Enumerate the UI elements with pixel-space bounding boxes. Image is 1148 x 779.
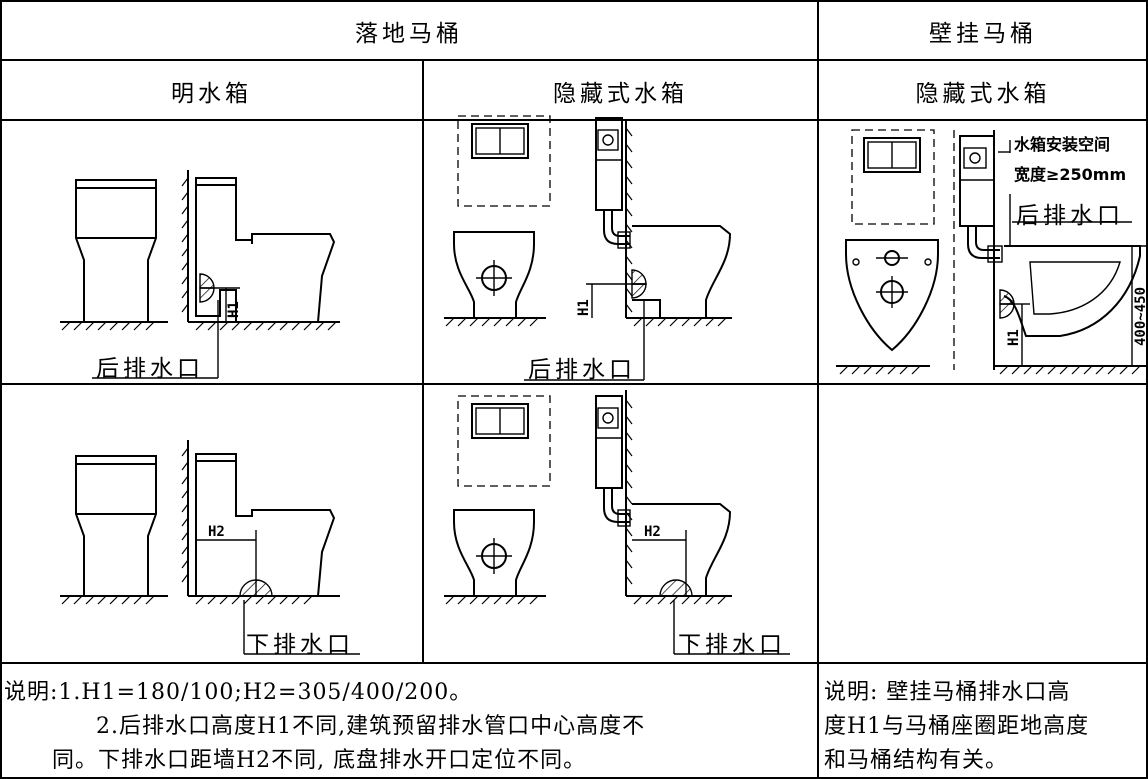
header-exposed-tank: 明水箱: [171, 81, 252, 107]
header-floor-toilet: 落地马桶: [355, 21, 463, 47]
note-left-line3: 同。下排水口距墙H2不同, 底盘排水开口定位不同。: [52, 748, 587, 773]
label-rear-outlet-b: 后排水口: [528, 357, 636, 383]
note-left-line1: 说明:1.H1=180/100;H2=305/400/200。: [4, 680, 473, 705]
drawing-labels: H1 H1 H1 H2 H2 400~450 水箱安装空间 宽度≥250mm: [208, 135, 1148, 540]
note-right-line3: 和马桶结构有关。: [824, 748, 1009, 773]
exposed-tank-rear-outlet-drawing: [60, 170, 340, 379]
header-concealed-tank-wall: 隐藏式水箱: [915, 81, 1051, 107]
concealed-tank-bottom-outlet-drawing: [444, 390, 790, 655]
label-bottom-outlet-b: 下排水口: [678, 632, 786, 658]
label-h1-a: H1: [226, 301, 242, 318]
label-tank-space-2: 宽度≥250mm: [1014, 165, 1126, 184]
label-h2-b: H2: [644, 524, 661, 540]
label-tank-space-1: 水箱安装空间: [1014, 135, 1110, 154]
label-bottom-outlet-a: 下排水口: [246, 632, 354, 658]
concealed-tank-rear-outlet-drawing: [444, 115, 732, 381]
note-left-line2: 2.后排水口高度H1不同,建筑预留排水管口中心高度不: [96, 714, 646, 739]
note-right-line2: 度H1与马桶座圈距地高度: [824, 714, 1090, 739]
wall-hung-toilet-drawing: [836, 129, 1146, 375]
label-wall-rear-outlet: 后排水口: [1016, 203, 1124, 229]
label-h2-a: H2: [208, 524, 225, 540]
label-rear-outlet-a: 后排水口: [96, 356, 204, 382]
note-right-line1: 说明: 壁挂马桶排水口高: [824, 680, 1071, 705]
label-h1-b: H1: [576, 299, 592, 316]
label-height-range: 400~450: [1133, 287, 1148, 346]
exposed-tank-bottom-outlet-drawing: [60, 440, 360, 655]
header-wall-hung-toilet: 壁挂马桶: [929, 21, 1037, 47]
header-concealed-tank-floor: 隐藏式水箱: [553, 81, 688, 107]
label-h1-c: H1: [1006, 329, 1022, 346]
